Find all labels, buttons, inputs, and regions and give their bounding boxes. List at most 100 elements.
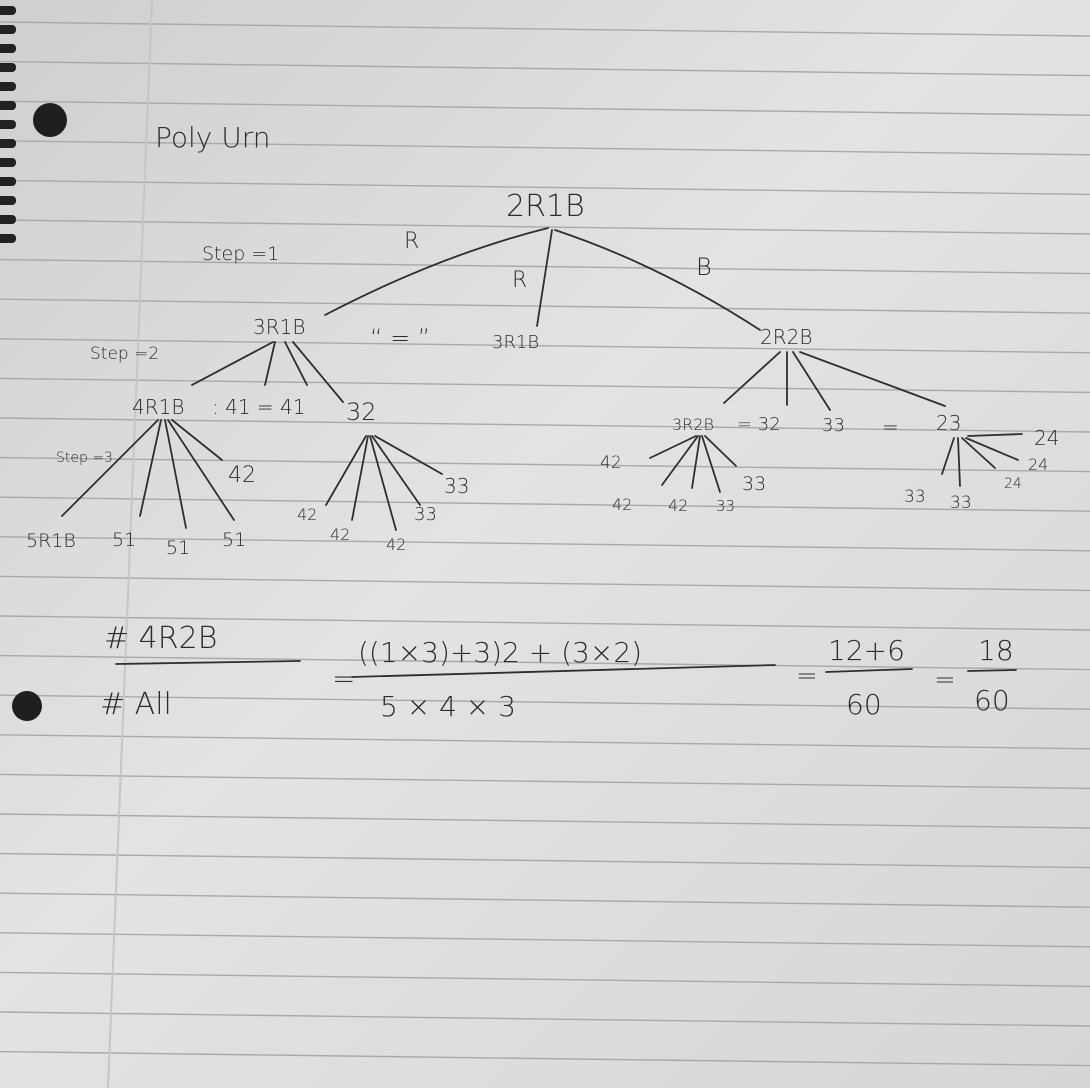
formula-denominator: # All (100, 687, 172, 722)
node-2R2B: 2R2B (760, 325, 812, 349)
leaf-32-33: 33 (414, 504, 437, 525)
branch-label-right: B (696, 253, 712, 281)
branch-left (324, 227, 549, 316)
leaf-23-24-b: 24 (1028, 455, 1048, 474)
branch-4R1B-3 (164, 419, 187, 529)
branch-23-2 (957, 437, 961, 487)
ruled-line (0, 932, 1090, 948)
formula-bar-1 (115, 660, 301, 665)
spiral-ring (0, 196, 16, 205)
node-4R1B: 4R1B (132, 395, 184, 419)
branch-3R2B-3 (691, 435, 701, 489)
leaf-23-33-a: 33 (904, 487, 926, 507)
formula-expr-denominator: 5 × 4 × 3 (380, 690, 516, 723)
branch-2R2B-3 (792, 351, 831, 411)
formula-frac2-numerator: 12+6 (828, 634, 905, 667)
spiral-ring (0, 25, 16, 34)
node-3R1B-middle: 3R1B (492, 332, 539, 353)
branch-32-3 (369, 435, 397, 531)
spiral-ring (0, 44, 16, 53)
spiral-ring (0, 6, 16, 15)
ruled-lines (0, 21, 1090, 1067)
ruled-line (0, 100, 1090, 116)
ruled-line (0, 734, 1090, 750)
ruled-line (0, 417, 1090, 433)
branch-label-left: R (404, 229, 419, 254)
branch-4R1B-5 (171, 419, 223, 461)
step-1-label: Step =1 (202, 243, 279, 265)
leaf-3R2B-42-side: 42 (600, 453, 622, 473)
branch-32-5 (374, 435, 443, 475)
ruled-line (0, 694, 1090, 710)
ruled-line (0, 140, 1090, 156)
spiral-ring (0, 82, 16, 91)
ruled-line (0, 338, 1090, 354)
branch-32-2 (351, 435, 369, 521)
ruled-line (0, 496, 1090, 512)
ruled-line (0, 971, 1090, 988)
ruled-line (0, 536, 1090, 552)
branch-middle (536, 229, 553, 327)
branch-32-4 (371, 435, 421, 506)
branch-4R1B-4 (167, 419, 235, 521)
branch-4R1B-2 (139, 419, 162, 517)
leaf-23-33-b: 33 (950, 493, 972, 513)
root-node: 2R1B (506, 189, 585, 224)
formula-bar-3 (825, 668, 913, 673)
leaf-32-42-c: 42 (386, 535, 406, 554)
node-eq: = (882, 415, 899, 439)
spiral-binding (0, 6, 16, 243)
leaf-51-c: 51 (222, 529, 246, 551)
ruled-line (0, 219, 1090, 235)
branch-23-1 (941, 437, 955, 475)
leaf-32-42-b: 42 (330, 525, 350, 544)
ruled-line (0, 258, 1090, 275)
leaf-3R2B-33-side: 33 (742, 473, 766, 495)
ruled-line (0, 575, 1090, 592)
step-2-label: Step =2 (90, 344, 159, 364)
spiral-ring (0, 215, 16, 224)
branch-2R2B-4 (799, 351, 946, 407)
leaf-3R2B-33: 33 (716, 497, 735, 515)
ruled-line (0, 179, 1090, 196)
branch-3R2B-4 (701, 435, 721, 493)
formula-bar-2 (351, 664, 776, 678)
branch-23-3 (961, 437, 996, 469)
formula-bar-4 (967, 669, 1017, 672)
branch-3R1B-1 (191, 341, 274, 386)
ruled-line (0, 615, 1090, 631)
formula-eq-2: = (796, 661, 818, 691)
spiral-ring (0, 234, 16, 243)
leaf-3R2B-42-a: 42 (612, 495, 632, 514)
branch-23-5 (967, 433, 1023, 437)
equivalence-mark: “ = ” (370, 324, 430, 352)
formula-frac3-numerator: 18 (978, 634, 1014, 667)
ruled-line (0, 852, 1090, 869)
branch-3R2B-1 (649, 435, 697, 459)
spiral-ring (0, 177, 16, 186)
ruled-line (0, 773, 1090, 790)
formula-expr-numerator: ((1×3)+3)2 + (3×2) (358, 636, 642, 669)
node-4R1B-chain: : 41 = 41 (212, 395, 305, 419)
ruled-line (0, 21, 1090, 37)
ruled-line (0, 1011, 1090, 1027)
ruled-line (0, 60, 1090, 77)
ruled-line (0, 654, 1090, 671)
leaf-23-24-c: 24 (1004, 476, 1022, 492)
spiral-ring (0, 101, 16, 110)
branch-3R1B-2 (264, 341, 276, 386)
node-3R1B-left: 3R1B (253, 315, 305, 339)
ruled-line (0, 1050, 1090, 1067)
margin-line (107, 0, 153, 1088)
leaf-5R1B: 5R1B (26, 530, 76, 552)
branch-3R1B-3 (284, 341, 308, 386)
formula-eq-3: = (934, 665, 956, 695)
punch-hole-top (33, 103, 67, 137)
branch-3R1B-4 (292, 341, 344, 403)
spiral-ring (0, 158, 16, 167)
spiral-ring (0, 139, 16, 148)
formula-numerator: # 4R2B (104, 621, 217, 656)
branch-32-1 (325, 435, 367, 506)
spiral-ring (0, 120, 16, 129)
